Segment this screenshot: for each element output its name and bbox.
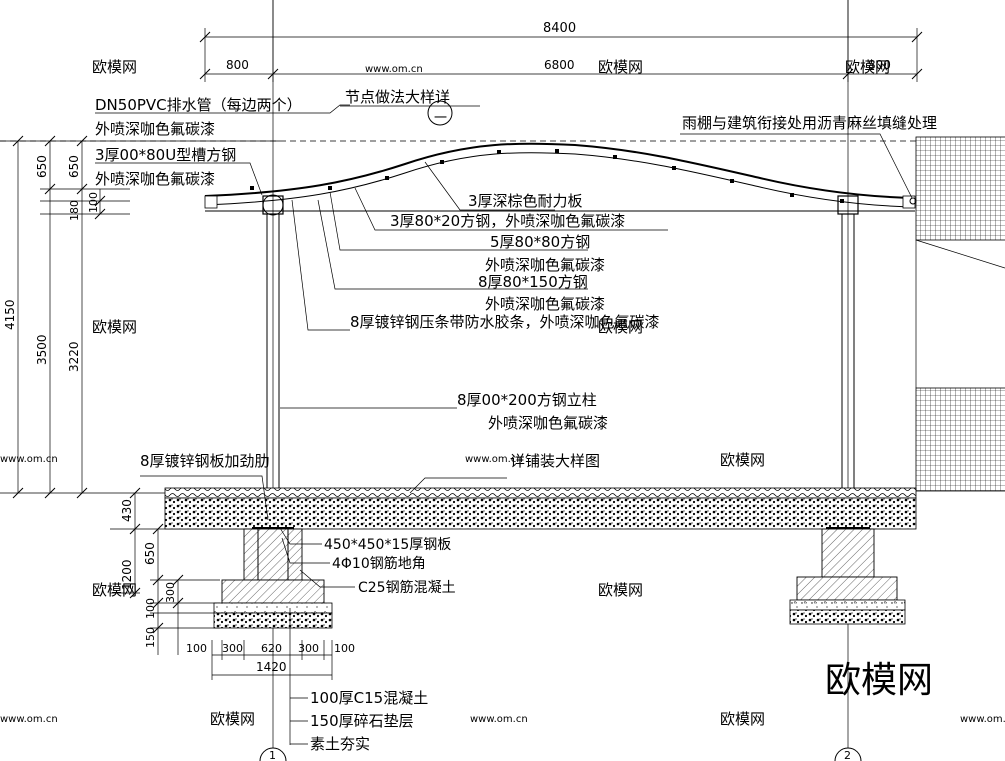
dim-b2: 300 <box>222 642 243 655</box>
label-node-detail: 节点做法大样详 <box>345 88 450 106</box>
left-footing <box>213 527 333 629</box>
watermark: 欧模网 <box>598 58 643 76</box>
label-paint-3: 外喷深咖色氟碳漆 <box>485 256 605 274</box>
watermark: www.om.cn <box>365 64 423 75</box>
dim-b4: 300 <box>298 642 319 655</box>
dim-b1: 100 <box>186 642 207 655</box>
dim-total: 8400 <box>543 21 576 36</box>
label-column: 8厚00*200方钢立柱 <box>457 391 597 409</box>
leader-lines <box>95 100 913 745</box>
watermark: www.om.cn <box>465 454 523 465</box>
label-layer-1: 100厚C15混凝土 <box>310 689 428 707</box>
watermark: 欧模网 <box>845 58 890 76</box>
building-wall <box>915 136 1005 492</box>
label-drain-pipe: DN50PVC排水管（每边两个） <box>95 96 302 114</box>
axis-label-2: 2 <box>844 749 851 761</box>
top-dimensions: 8400 800 6800 800 <box>199 0 923 82</box>
dim-right: 800 <box>868 58 891 72</box>
dim-canopy-a: 650 <box>35 155 49 178</box>
label-paint-5: 外喷深咖色氟碳漆 <box>488 414 608 432</box>
canopy-roof <box>0 140 917 216</box>
dim-middle: 6800 <box>544 58 575 72</box>
dim-canopy-b: 650 <box>67 155 81 178</box>
watermark: 欧模网 <box>598 318 643 336</box>
axis-label-1: 1 <box>269 749 276 761</box>
label-paving: 详铺装大样图 <box>510 452 600 470</box>
dim-ground: 430 <box>120 499 134 522</box>
label-strip: 8厚镀锌钢压条带防水胶条，外喷深咖色氟碳漆 <box>350 313 660 331</box>
dim-pad: 100 <box>144 598 157 619</box>
dim-step: 300 <box>164 582 177 603</box>
ground-paving <box>164 487 917 530</box>
watermark: 欧模网 <box>92 581 137 599</box>
label-panel: 3厚深棕色耐力板 <box>468 192 583 210</box>
dim-pier: 650 <box>143 542 157 565</box>
dim-column-a: 3500 <box>35 334 49 365</box>
watermark: www.om.cn <box>0 454 58 465</box>
label-paint-4: 外喷深咖色氟碳漆 <box>485 295 605 313</box>
watermark: 欧模网 <box>210 710 255 728</box>
watermark: www.om.cn <box>960 714 1005 725</box>
label-sealing: 雨棚与建筑衔接处用沥青麻丝填缝处理 <box>682 114 937 132</box>
dim-b5: 100 <box>334 642 355 655</box>
label-steel-150: 8厚80*150方钢 <box>478 273 588 291</box>
watermark: 欧模网 <box>92 318 137 336</box>
label-channel-steel: 3厚00*80U型槽方钢 <box>95 146 236 164</box>
axis-markers: 1 2 <box>259 747 862 761</box>
bottom-dimensions: 100 300 620 300 100 1420 <box>186 640 355 680</box>
right-footing <box>789 527 906 625</box>
dim-overall: 4150 <box>3 299 17 330</box>
watermark: 欧模网 <box>720 710 765 728</box>
steel-columns <box>266 0 855 761</box>
watermark: www.om.cn <box>0 714 58 725</box>
dim-b3: 620 <box>261 642 282 655</box>
label-concrete-c25: C25钢筋混凝土 <box>358 579 456 596</box>
dim-column-b: 3220 <box>67 341 81 372</box>
left-dimensions: 4150 650 650 180 100 3500 3220 430 1200 … <box>0 135 280 655</box>
watermark: 欧模网 <box>92 58 137 76</box>
label-layer-3: 素土夯实 <box>310 735 370 753</box>
label-plate: 450*450*15厚钢板 <box>324 537 451 553</box>
label-layer-2: 150厚碎石垫层 <box>310 712 414 730</box>
brand-logo: 欧模网 <box>825 660 933 701</box>
dim-footing-total: 1200 <box>120 559 134 590</box>
dim-beam-b: 100 <box>87 192 100 213</box>
dim-left: 800 <box>226 58 249 72</box>
watermarks: 欧模网 欧模网 欧模网 欧模网 欧模网 欧模网 欧模网 欧模网 欧模网 欧模网 … <box>0 58 1005 728</box>
label-anchor: 4Φ10钢筋地角 <box>332 555 426 572</box>
watermark: www.om.cn <box>470 714 528 725</box>
label-rib: 8厚镀锌钢板加劲肋 <box>140 452 270 470</box>
dim-base: 150 <box>144 627 157 648</box>
label-steel-20: 3厚80*20方钢，外喷深咖色氟碳漆 <box>390 212 625 230</box>
label-paint-1: 外喷深咖色氟碳漆 <box>95 120 215 138</box>
watermark: 欧模网 <box>598 581 643 599</box>
dim-b-total: 1420 <box>256 660 287 674</box>
dim-beam-a: 180 <box>68 200 81 221</box>
watermark: 欧模网 <box>720 451 765 469</box>
label-steel-80: 5厚80*80方钢 <box>490 233 590 251</box>
label-node-symbol: 一 <box>434 111 447 126</box>
label-paint-2: 外喷深咖色氟碳漆 <box>95 170 215 188</box>
annotations: DN50PVC排水管（每边两个） 外喷深咖色氟碳漆 3厚00*80U型槽方钢 外… <box>95 88 937 753</box>
